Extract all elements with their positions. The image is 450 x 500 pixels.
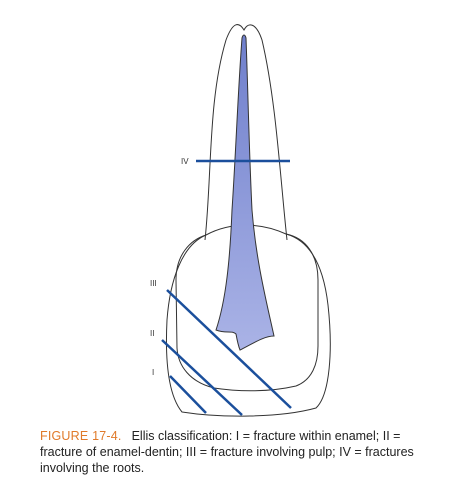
fracture-line-ii: [161, 339, 243, 416]
figure-caption-label: FIGURE 17-4.: [40, 429, 122, 443]
tooth-dentin-outline: [175, 224, 319, 392]
figure-caption-text: Ellis classification: I = fracture withi…: [40, 429, 414, 475]
label-ii: II: [150, 329, 154, 338]
fracture-line-i: [169, 375, 207, 414]
fracture-line-iii: [166, 289, 292, 409]
label-iv: IV: [181, 157, 189, 166]
ellis-classification-diagram: IV III II I: [150, 24, 331, 417]
figure-caption: FIGURE 17-4.Ellis classification: I = fr…: [40, 428, 435, 476]
label-iii: III: [150, 279, 157, 288]
label-i: I: [152, 368, 154, 377]
pulp-chamber: [215, 34, 275, 351]
tooth-root-outline: [204, 24, 288, 241]
tooth-enamel-outline: [165, 233, 331, 417]
